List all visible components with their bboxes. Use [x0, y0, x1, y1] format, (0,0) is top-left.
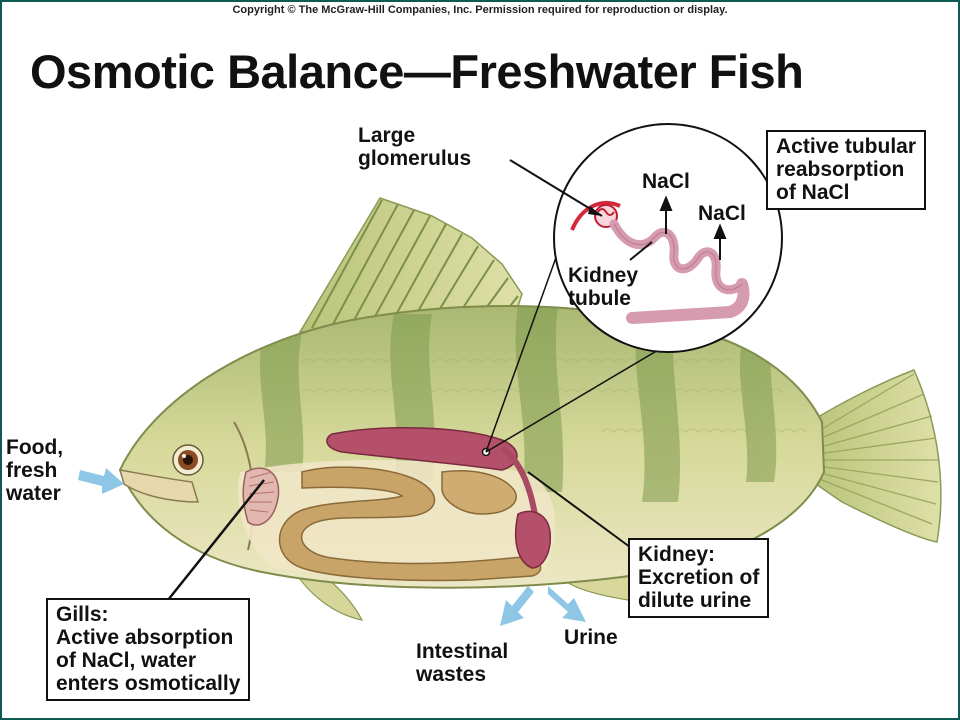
collecting-duct	[626, 278, 750, 324]
gills-pointer	[167, 479, 265, 601]
food-water-label: Food, fresh water	[6, 436, 64, 505]
gills-box: Gills: Active absorption of NaCl, water …	[46, 598, 251, 701]
kidney-box: Kidney: Excretion of dilute urine	[628, 538, 770, 618]
copyright-notice: Copyright © The McGraw-Hill Companies, I…	[232, 4, 728, 16]
kidney-pointer	[527, 471, 635, 551]
food-water-arrow	[78, 468, 124, 494]
intestinal-wastes-arrow	[500, 586, 534, 626]
nacl-label-1: NaCl	[642, 170, 690, 193]
tail-fin	[809, 369, 942, 543]
mouth	[118, 469, 200, 503]
zoom-line-left	[485, 251, 559, 453]
page-title: Osmotic Balance—Freshwater Fish	[30, 45, 804, 98]
gills	[242, 467, 280, 526]
fish-eye	[172, 444, 204, 476]
active-tubular-box: Active tubular reabsorption of NaCl	[766, 130, 927, 210]
urine-label: Urine	[564, 626, 618, 649]
kidney-tubule-label: Kidney tubule	[568, 264, 639, 310]
nacl-arrow-1	[659, 195, 673, 234]
urine-arrow	[548, 586, 586, 622]
nacl-label-2: NaCl	[698, 202, 746, 225]
glomerulus-pointer	[509, 159, 603, 217]
nacl-arrow-2	[713, 223, 727, 260]
kidney-organ	[326, 427, 518, 471]
large-glomerulus-label: Large glomerulus	[358, 124, 472, 170]
urinary-bladder	[514, 510, 551, 569]
tubule-pointer	[629, 241, 653, 261]
intestine	[278, 466, 542, 582]
intestinal-wastes-label: Intestinal wastes	[416, 640, 509, 686]
